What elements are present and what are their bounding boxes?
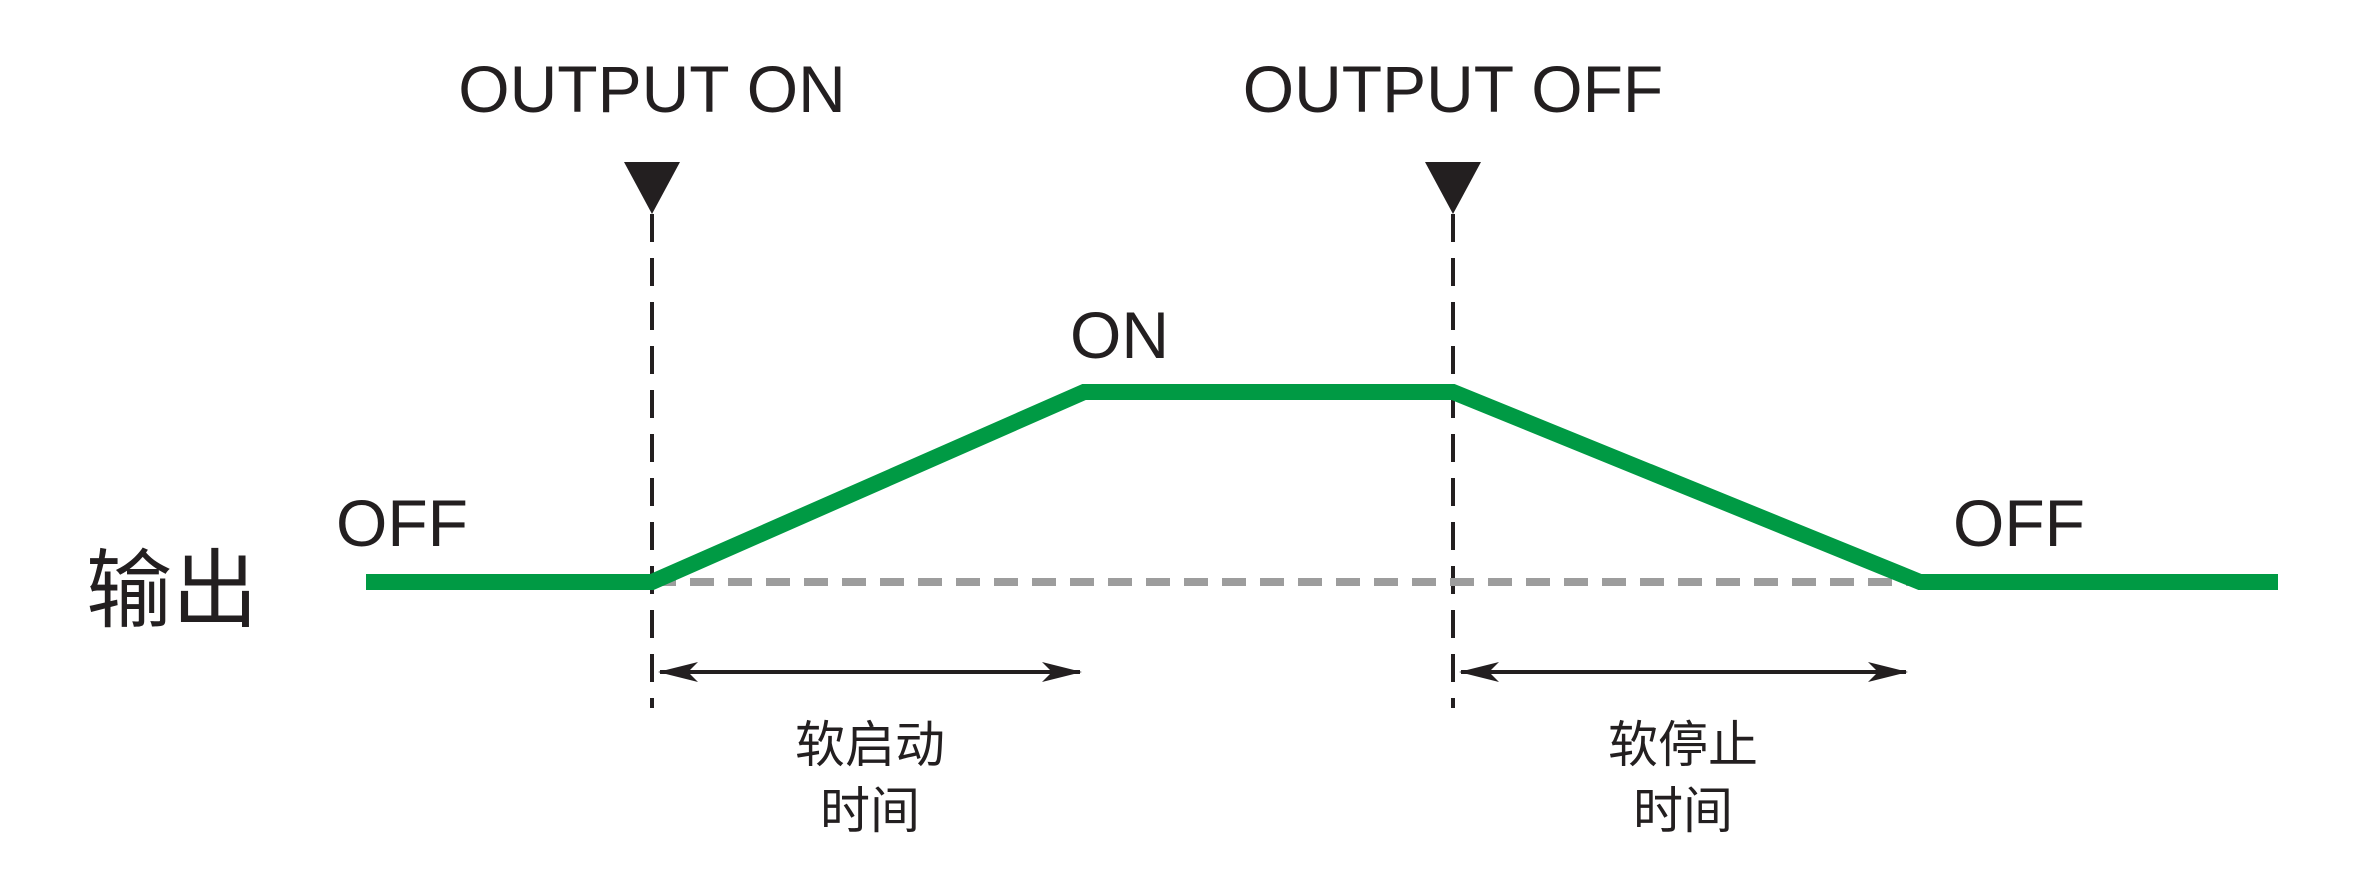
state-off-left-label: OFF	[336, 486, 468, 560]
output-off-marker-icon	[1425, 162, 1481, 214]
output-axis-label: 输出	[86, 541, 258, 641]
state-off-right-label: OFF	[1953, 486, 2085, 560]
output-on-label: OUTPUT ON	[458, 52, 845, 126]
soft-stop-label-line1: 软停止	[1608, 716, 1758, 774]
output-off-label: OUTPUT OFF	[1243, 52, 1663, 126]
output-on-marker-icon	[624, 162, 680, 214]
soft-start-label-line1: 软启动	[795, 716, 945, 774]
output-signal-line	[366, 384, 2278, 590]
state-on-label: ON	[1070, 298, 1169, 372]
soft-stop-label-line2: 时间	[1633, 782, 1733, 840]
soft-start-label-line2: 时间	[820, 782, 920, 840]
